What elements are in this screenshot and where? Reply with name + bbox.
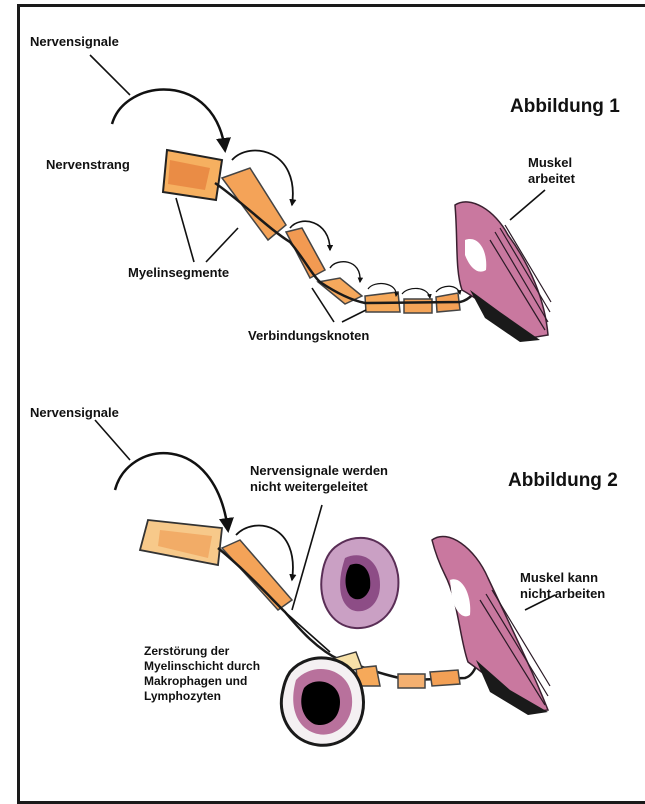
signal-arc-1 bbox=[112, 90, 225, 150]
fig1-title: Abbildung 1 bbox=[510, 96, 620, 118]
signals-leader-line bbox=[95, 420, 130, 460]
fig1-muscle-label: Muskel arbeitet bbox=[528, 155, 575, 187]
muscle-leader-line bbox=[510, 190, 545, 220]
fig2-muscle-label: Muskel kann nicht arbeiten bbox=[520, 570, 605, 602]
fig2-blocked-label: Nervensignale werden nicht weitergeleite… bbox=[250, 463, 388, 495]
blocked-leader-line bbox=[292, 505, 322, 610]
fig1-nodes-label: Verbindungsknoten bbox=[248, 328, 369, 344]
signal-arc-big bbox=[115, 453, 228, 530]
myelin-segment bbox=[430, 670, 460, 686]
macrophage-lower bbox=[281, 658, 363, 745]
myelin-segments bbox=[222, 168, 460, 313]
myelin-leader-line bbox=[176, 198, 194, 262]
signal-arc-6 bbox=[402, 288, 430, 298]
myelin-segment bbox=[286, 228, 325, 278]
fig1-strand-label: Nervenstrang bbox=[46, 157, 130, 173]
blocked-leader-line bbox=[285, 612, 330, 652]
myelin-leader-line bbox=[206, 228, 238, 262]
fig2-signals-label: Nervensignale bbox=[30, 405, 119, 421]
figure1-illustration bbox=[90, 55, 551, 342]
nodes-leader-line bbox=[342, 310, 366, 322]
fig1-signals-label: Nervensignale bbox=[30, 34, 119, 50]
macrophage-upper bbox=[321, 538, 398, 628]
myelin-segment bbox=[222, 168, 286, 240]
fig2-title: Abbildung 2 bbox=[508, 470, 618, 492]
signals-leader-line bbox=[90, 55, 130, 95]
muscle-not-working bbox=[432, 536, 550, 715]
myelin-segment bbox=[222, 540, 292, 610]
fig2-destruction-label: Zerstörung der Myelinschicht durch Makro… bbox=[144, 644, 260, 704]
myelin-segment bbox=[398, 674, 425, 688]
muscle-working bbox=[455, 202, 551, 342]
fig1-myelin-label: Myelinsegmente bbox=[128, 265, 229, 281]
